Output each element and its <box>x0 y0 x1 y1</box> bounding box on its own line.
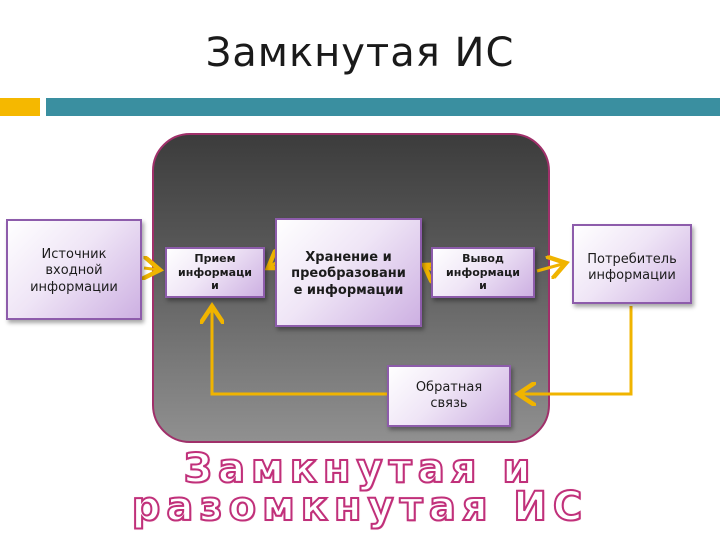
feedback-box: Обратная связь <box>387 365 511 427</box>
title-rule-accent <box>0 98 40 116</box>
arrow-output-to-storage <box>424 265 432 270</box>
storage-line-3: е информации <box>293 282 404 298</box>
source-line-1: Источник <box>41 247 107 262</box>
output-box: Вывод информаци и <box>431 247 535 298</box>
consumer-line-2: информации <box>588 268 676 284</box>
arrow-output-to-consumer <box>536 263 566 271</box>
source-box: Источник входной информации <box>6 219 142 320</box>
output-line-3: и <box>479 279 487 293</box>
receive-line-1: Прием <box>194 251 236 265</box>
arrow-consumer-to-feedback <box>518 306 633 394</box>
wordart-line-1: Замкнутая и <box>183 445 537 493</box>
feedback-line-2: связь <box>430 396 468 411</box>
output-line-1: Вывод <box>462 251 504 265</box>
title-rule-bar <box>46 98 720 116</box>
output-line-2: информаци <box>446 265 520 279</box>
arrow-feedback-to-receive <box>212 306 387 396</box>
source-line-2: входной <box>45 263 103 279</box>
consumer-box: Потребитель информации <box>572 224 692 304</box>
source-line-3: информации <box>30 279 118 295</box>
wordart-line-2: разомкнутая ИС <box>131 483 589 531</box>
feedback-line-1: Обратная <box>415 379 483 395</box>
storage-box: Хранение и преобразовани е информации <box>275 218 422 327</box>
slide-title: Замкнутая ИС <box>205 30 515 76</box>
receive-box: Прием информаци и <box>165 247 265 298</box>
arrow-source-to-receive <box>144 268 160 270</box>
receive-line-3: и <box>211 279 219 293</box>
storage-line-2: преобразовани <box>291 266 406 282</box>
storage-line-1: Хранение и <box>305 250 392 265</box>
receive-line-2: информаци <box>178 265 252 279</box>
consumer-line-1: Потребитель <box>587 252 677 267</box>
